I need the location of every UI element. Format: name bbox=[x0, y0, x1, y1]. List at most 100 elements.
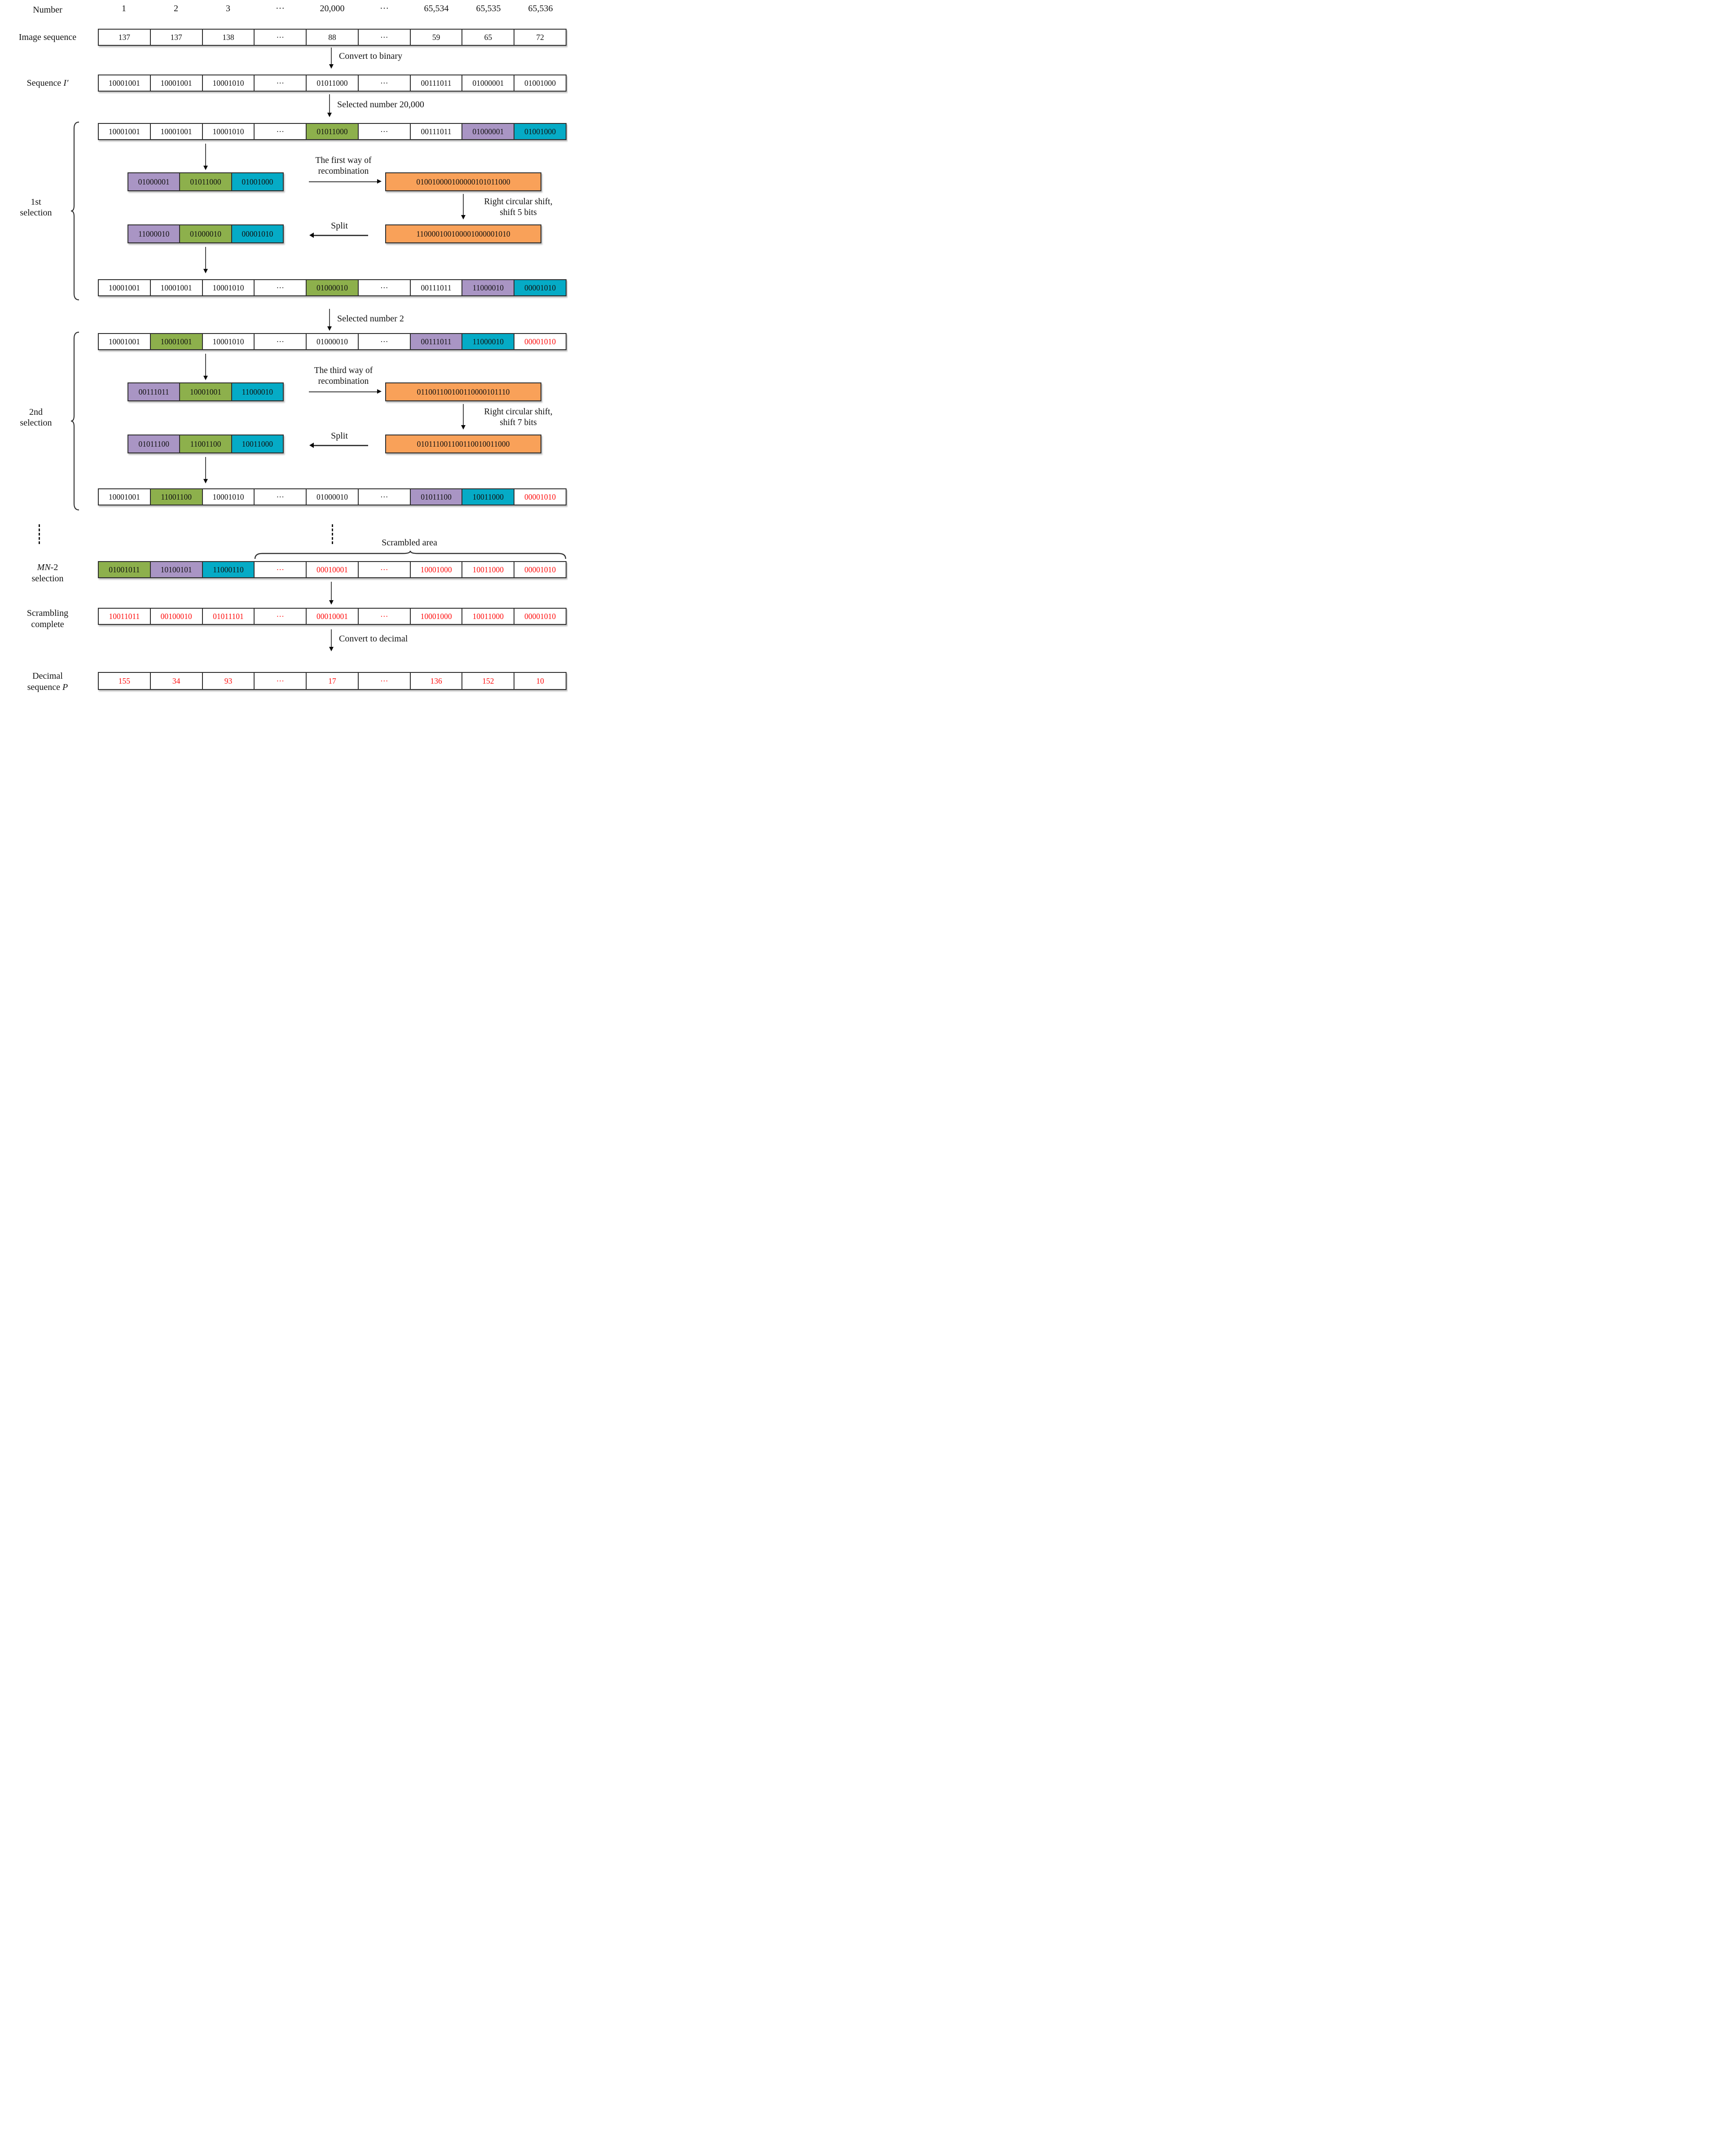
vertical-ellipsis-left bbox=[39, 524, 40, 544]
right-arrow-recomb2 bbox=[309, 389, 382, 394]
cell: 10001001 bbox=[108, 492, 140, 501]
cell: 10001010 bbox=[202, 489, 254, 505]
cell: ··· bbox=[254, 75, 306, 91]
selected-20000-label: Selected number 20,000 bbox=[337, 100, 424, 110]
down-arrow-to-complete bbox=[329, 582, 334, 605]
cell: 10011000 bbox=[461, 609, 514, 624]
cell: ··· bbox=[254, 609, 306, 624]
cell: 11000010 bbox=[461, 334, 514, 349]
down-arrow-to-recomb2 bbox=[203, 354, 208, 380]
cell: 00111011 bbox=[409, 75, 462, 91]
cell: 01011000 bbox=[179, 173, 231, 190]
cell: 01001000 bbox=[231, 173, 283, 190]
cell: 20,000 bbox=[320, 4, 345, 13]
selected-2-label: Selected number 2 bbox=[337, 314, 404, 324]
cell: 10001001 bbox=[149, 280, 202, 295]
cell: 3 bbox=[226, 4, 230, 13]
cell: 01000001 bbox=[461, 75, 514, 91]
left-arrow-split1 bbox=[309, 233, 368, 238]
cell: 10011000 bbox=[461, 489, 514, 505]
shift1-label: Right circular shift,shift 5 bits bbox=[468, 197, 568, 218]
cell: ··· bbox=[357, 489, 410, 505]
label-line: Right circular shift, bbox=[484, 197, 553, 206]
cell: 01011000 bbox=[306, 75, 358, 91]
down-arrow-selected-2 bbox=[327, 309, 332, 331]
cell: 93 bbox=[202, 673, 254, 689]
cell: 01001000 bbox=[514, 124, 566, 139]
cell: 137 bbox=[118, 32, 131, 42]
cell: 01011000 bbox=[306, 124, 358, 139]
cell: 01011100 bbox=[128, 435, 180, 452]
cell: 10001001 bbox=[108, 337, 140, 346]
cell: 01001011 bbox=[99, 562, 150, 577]
cell: 10 bbox=[514, 673, 566, 689]
cell: 01011100 bbox=[409, 489, 462, 505]
cell: 10001001 bbox=[179, 383, 231, 400]
cell: 10001001 bbox=[149, 75, 202, 91]
cell: 1 bbox=[122, 4, 126, 13]
cell: 10001000 bbox=[409, 562, 462, 577]
cell: 10001001 bbox=[108, 283, 140, 292]
cell: ··· bbox=[357, 609, 410, 624]
recombination2-output-box: 011001100100110000101110 bbox=[385, 382, 541, 401]
cell: 00001010 bbox=[514, 562, 566, 577]
mn2-selection-label: MN-2 selection bbox=[31, 562, 64, 584]
scrambled-area-label: Scrambled area bbox=[382, 538, 437, 548]
cell: 17 bbox=[306, 673, 358, 689]
cell: 01011101 bbox=[202, 609, 254, 624]
label-line: recombination bbox=[318, 167, 369, 176]
cell: 00001010 bbox=[514, 334, 566, 349]
cell: 137 bbox=[149, 30, 202, 45]
cell: ··· bbox=[254, 334, 306, 349]
cell: ··· bbox=[357, 562, 410, 577]
cell: 00010001 bbox=[306, 609, 358, 624]
cell: 00001010 bbox=[514, 609, 566, 624]
cell: 00111011 bbox=[409, 334, 462, 349]
cell: 10001000 bbox=[409, 609, 462, 624]
cell: 10001010 bbox=[202, 334, 254, 349]
cell: 65,534 bbox=[424, 4, 449, 13]
selection2-brace bbox=[70, 331, 79, 511]
cell: ··· bbox=[357, 280, 410, 295]
cell: 152 bbox=[461, 673, 514, 689]
down-arrow-to-row1b bbox=[203, 247, 208, 273]
cell: 00001010 bbox=[514, 280, 566, 295]
down-arrow-shift1 bbox=[461, 194, 466, 220]
label-line: The first way of bbox=[315, 156, 372, 165]
down-arrow-convert-decimal bbox=[329, 629, 334, 651]
cell: 10001010 bbox=[202, 75, 254, 91]
cell: 11001100 bbox=[179, 435, 231, 452]
cell: 10011000 bbox=[231, 435, 283, 452]
cell: 00111011 bbox=[409, 124, 462, 139]
cell: ··· bbox=[254, 673, 306, 689]
selection1-brace bbox=[70, 121, 79, 301]
cell: 00001010 bbox=[514, 489, 566, 505]
cell: ··· bbox=[276, 4, 285, 13]
cell: ··· bbox=[357, 75, 410, 91]
cell: 01000001 bbox=[128, 173, 180, 190]
cell: 00111011 bbox=[128, 383, 180, 400]
right-arrow-recomb1 bbox=[309, 179, 382, 184]
cell: 65 bbox=[461, 30, 514, 45]
cell: ··· bbox=[254, 280, 306, 295]
cell: 11001100 bbox=[149, 489, 202, 505]
cell: 00001010 bbox=[231, 225, 283, 242]
cell: 01000001 bbox=[461, 124, 514, 139]
cell: 88 bbox=[306, 30, 358, 45]
label-line: complete bbox=[31, 619, 64, 629]
label-line: 2nd bbox=[29, 407, 43, 417]
binary-sequence-label: Sequence I′ bbox=[26, 78, 69, 88]
split2-label: Split bbox=[331, 431, 348, 441]
